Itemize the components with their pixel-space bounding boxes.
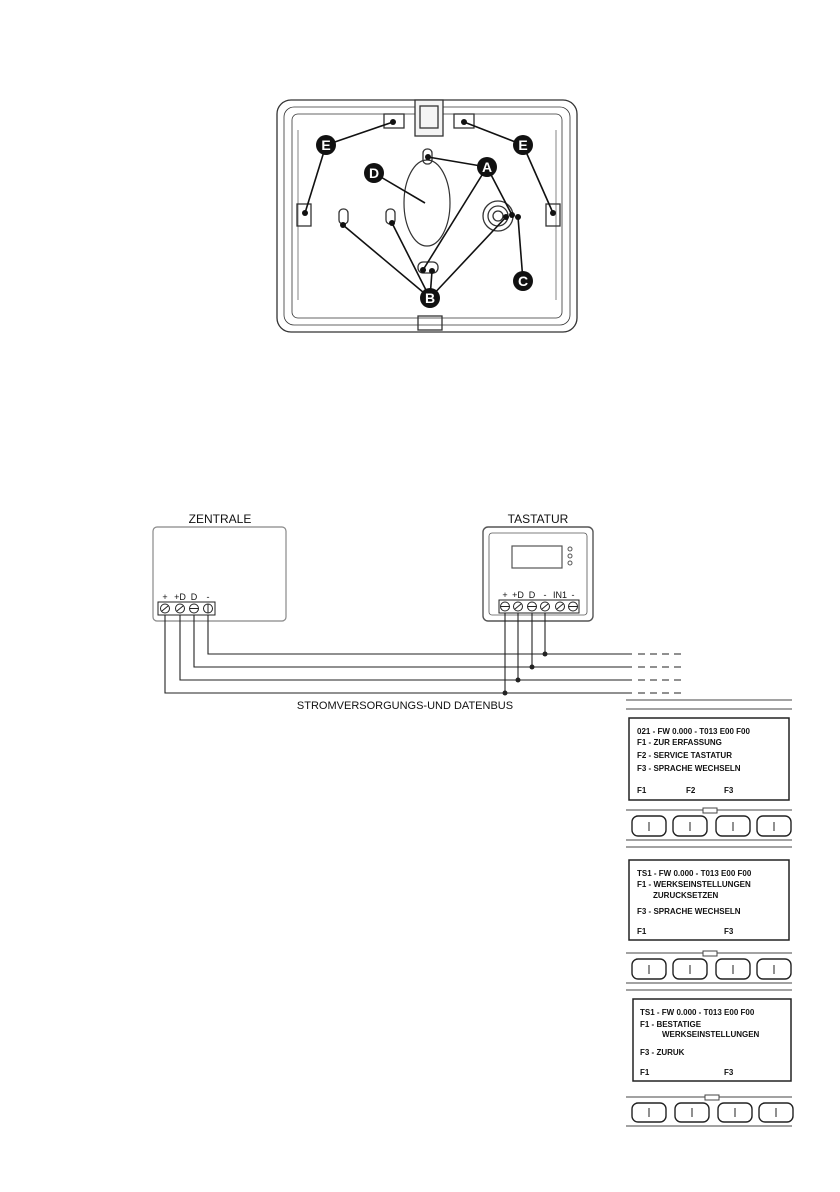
lcd-screen-2: TS1 - FW 0.000 - T013 E00 F00 F1 - WERKS… [628, 859, 790, 941]
svg-text:E: E [518, 137, 527, 153]
keypad-terminal-block [498, 599, 580, 614]
panel-terminal-labels: + +D D - [162, 592, 209, 602]
panel-terminal-block [157, 601, 216, 616]
lcd-1-line-2: F2 - SERVICE TASTATUR [637, 751, 732, 760]
callout-b: B [420, 288, 440, 308]
control-panel-box [152, 526, 287, 622]
lcd-1-footer-f3: F3 [724, 786, 734, 795]
lcd-2-footer-f1: F1 [637, 927, 647, 936]
lcd-3-line-1: F1 - BESTATIGE [640, 1020, 702, 1029]
lcd-1-header: 021 - FW 0.000 - T013 E00 F00 [637, 727, 750, 736]
svg-text:IN1: IN1 [553, 590, 567, 600]
keypad-back-plate [276, 99, 578, 333]
lcd-1-line-3: F3 - SPRACHE WECHSELN [637, 764, 741, 773]
bus-continuation [638, 653, 686, 694]
softkey-row-2 [626, 950, 792, 984]
bus-label: STROMVERSORGUNGS-UND DATENBUS [297, 700, 513, 712]
lcd-1-footer-f2: F2 [686, 786, 696, 795]
svg-text:D: D [529, 590, 536, 600]
callout-e-left: E [316, 135, 336, 155]
keypad-label: TASTATUR [508, 512, 569, 526]
svg-text:+: + [162, 592, 167, 602]
lcd-3-footer-f1: F1 [640, 1068, 650, 1077]
svg-text:-: - [544, 590, 547, 600]
callout-c: C [513, 271, 533, 291]
callout-d: D [364, 163, 384, 183]
svg-text:D: D [191, 592, 198, 602]
lcd-2-line-3: F3 - SPRACHE WECHSELN [637, 907, 741, 916]
callout-e-right: E [513, 135, 533, 155]
lcd-3-header: TS1 - FW 0.000 - T013 E00 F00 [640, 1008, 755, 1017]
keypad-terminal-labels: + +D D - IN1 - [502, 590, 574, 600]
lcd-1-line-1: F1 - ZUR ERFASSUNG [637, 738, 722, 747]
svg-text:A: A [482, 159, 492, 175]
softkey-row-3 [626, 1094, 794, 1127]
svg-text:C: C [518, 273, 528, 289]
svg-text:B: B [425, 290, 435, 306]
lcd-2-line-1: F1 - WERKSEINSTELLUNGEN [637, 880, 751, 889]
lcd-screen-1: 021 - FW 0.000 - T013 E00 F00 F1 - ZUR E… [628, 717, 790, 801]
callout-a: A [477, 157, 497, 177]
panel-label: ZENTRALE [189, 512, 252, 526]
lcd-3-line-2: WERKSEINSTELLUNGEN [662, 1030, 760, 1039]
svg-text:D: D [369, 165, 379, 181]
svg-text:E: E [321, 137, 330, 153]
keypad-unit [482, 526, 594, 622]
callout-leaders [304, 121, 554, 299]
svg-text:+D: +D [174, 592, 186, 602]
bus-junctions [502, 651, 548, 696]
lcd-3-line-3: F3 - ZURUK [640, 1048, 685, 1057]
svg-text:+: + [502, 590, 507, 600]
lcd-2-header: TS1 - FW 0.000 - T013 E00 F00 [637, 869, 752, 878]
callout-endpoints [302, 119, 556, 274]
lcd-2-line-2: ZURUCKSETZEN [653, 891, 719, 900]
svg-text:-: - [572, 590, 575, 600]
lcd-1-footer-f1: F1 [637, 786, 647, 795]
svg-text:+D: +D [512, 590, 524, 600]
bus-wires [164, 613, 632, 694]
svg-text:-: - [207, 592, 210, 602]
lcd-screen-3: TS1 - FW 0.000 - T013 E00 F00 F1 - BESTA… [632, 998, 792, 1082]
screen-separator-top-1 [626, 699, 792, 710]
lcd-2-footer-f3: F3 [724, 927, 734, 936]
lcd-3-footer-f3: F3 [724, 1068, 734, 1077]
softkey-row-1 [626, 807, 792, 841]
